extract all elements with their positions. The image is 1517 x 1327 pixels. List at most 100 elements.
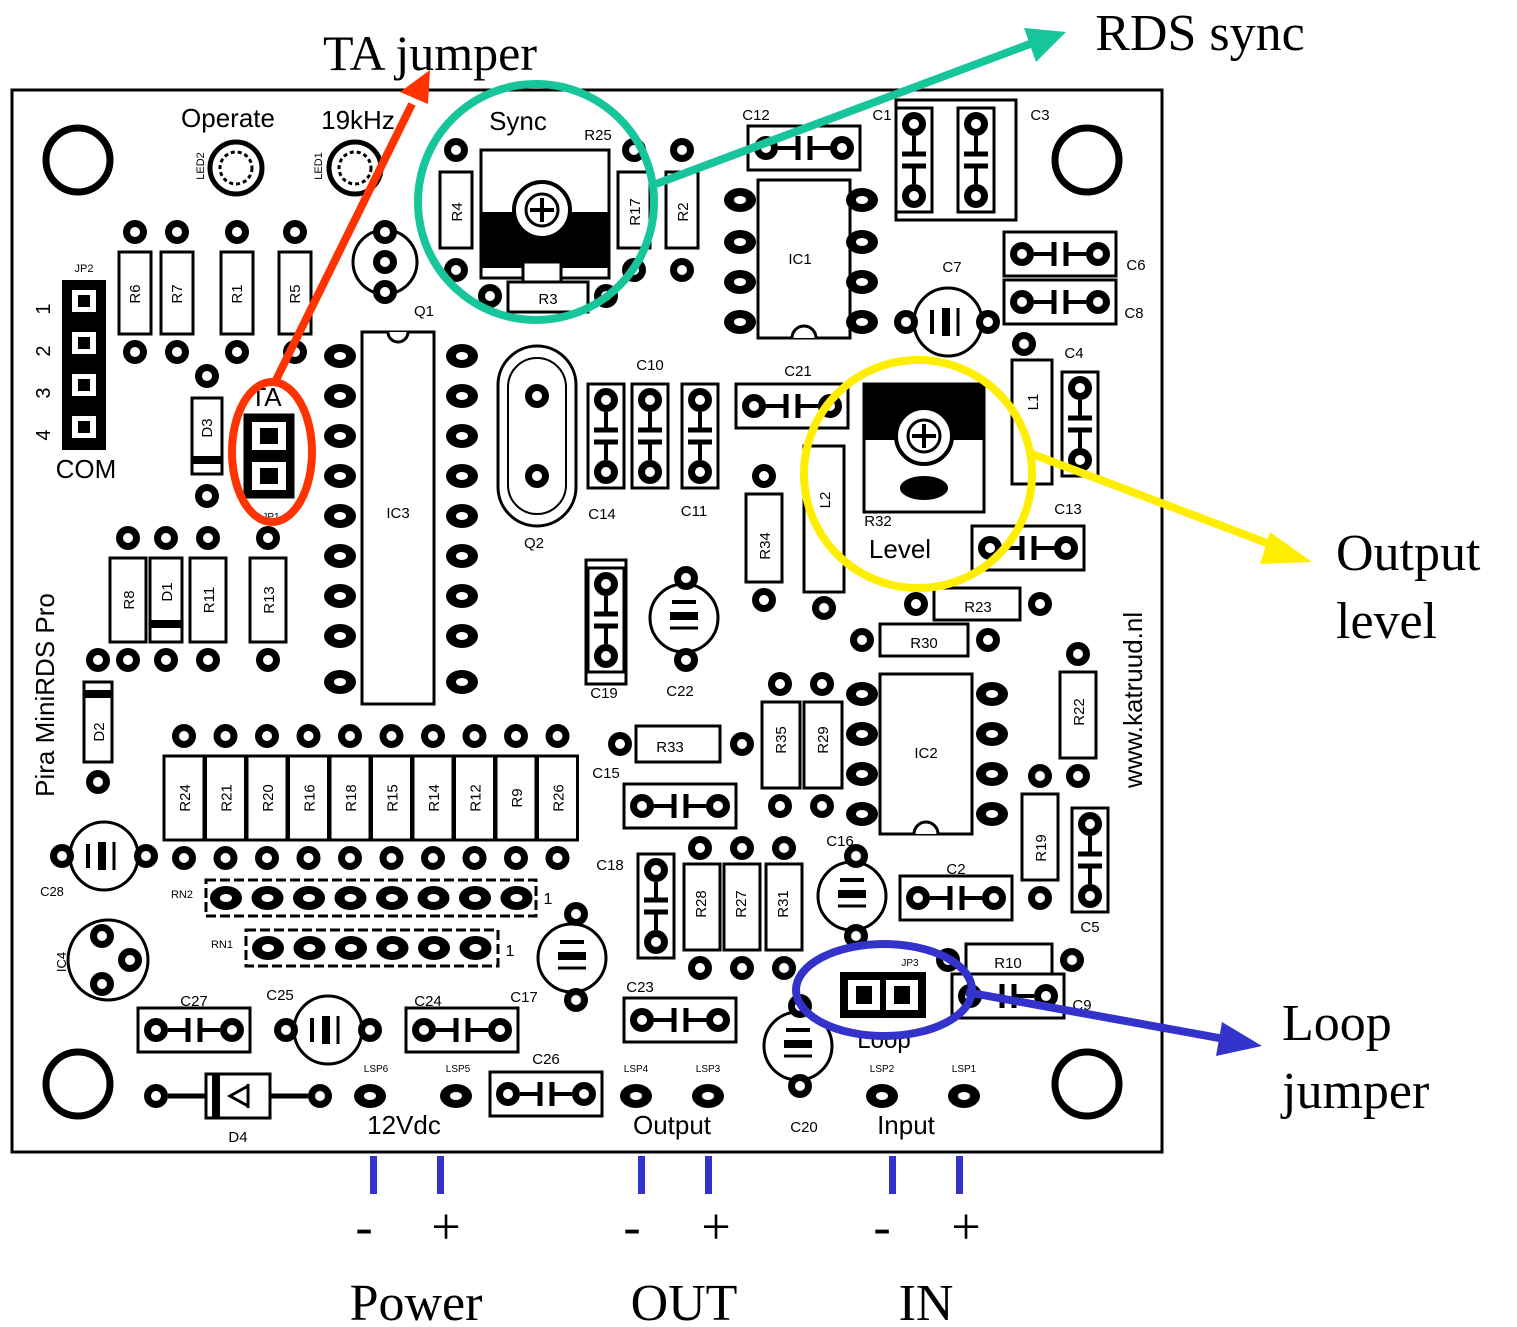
capacitor-c15: C15 [592,765,736,828]
resistor-array-item: R26 [536,724,579,870]
resistor-r33: R33 [608,724,754,764]
label-c10: C10 [636,357,664,374]
in-plus: + [951,1199,980,1256]
label-c13: C13 [1054,501,1082,518]
power-minus: - [355,1199,372,1256]
label-c20: C20 [790,1119,818,1136]
label-output: Output [633,1110,712,1140]
label-r30: R30 [910,635,938,652]
resistor-network-rn2: RN2 1 [171,878,553,918]
resistor-array-item: R16 [287,724,330,870]
label-c5: C5 [1080,919,1099,936]
label-c2: C2 [946,861,965,878]
label-lsp2: LSP2 [870,1064,895,1075]
label-ic4: IC4 [54,952,69,972]
label-led2: LED2 [195,152,207,180]
label-r1: R1 [229,284,246,303]
resistor-array-item: R14 [411,724,455,870]
label-l2: L2 [817,492,834,509]
resistor-r4: R4 [438,138,474,282]
caps-c10-c14-c11: C10 C14 C11 [588,357,718,523]
label-r22: R22 [1071,698,1088,726]
capacitor-c4: C4 [1062,345,1098,476]
chip-ic4: IC4 [54,918,150,1002]
callout-output-level: Output level [800,356,1481,650]
callout-loop-jumper-label-2: jumper [1280,1063,1429,1120]
resistor-network-rn1: RN1 1 [211,928,515,968]
resistors-mid: R28 R27 R31 [682,836,804,980]
label-q2: Q2 [524,535,544,552]
resistor-r30: R30 [850,622,1000,658]
capacitor-c7: C7 [894,259,1000,358]
resistor-array-label: R16 [302,784,319,812]
label-c7: C7 [942,259,961,276]
capacitor-c8: C8 [1004,280,1144,324]
resistor-r27: R27 [722,836,762,980]
capacitor-c5: C5 [1072,808,1108,936]
callout-rds-sync: RDS sync [414,5,1305,324]
diode-d2: D2 [82,648,114,794]
label-jp3: JP3 [901,958,919,969]
rn-pad [335,936,367,960]
label-q1: Q1 [414,303,434,320]
label-rn1: RN1 [211,939,233,951]
label-r25: R25 [584,127,612,144]
resistor-array-label: R15 [385,784,402,812]
label-c21: C21 [784,363,812,380]
power-plus: + [431,1199,460,1256]
label-r34: R34 [757,532,774,560]
label-r11: R11 [201,587,218,613]
label-c8: C8 [1124,305,1143,322]
resistor-r22: R22 [1058,642,1098,788]
label-r2: R2 [675,202,692,221]
capacitor-c24: C24 [406,993,518,1052]
diode-d1: D1 [148,526,184,672]
rn-pad [293,886,325,910]
label-jp2-pin2: 2 [33,345,55,356]
label-ic3: IC3 [386,505,409,522]
crystal-q2: Q2 [496,344,578,552]
rn-pad [500,886,533,910]
resistor-r8: R8 [108,526,148,672]
label-lsp1: LSP1 [952,1064,977,1075]
resistor-r13: R13 [248,526,288,672]
rn-pad [417,886,450,910]
label-c4: C4 [1064,345,1083,362]
rn-pad [252,936,284,960]
callout-output-level-label-2: level [1336,593,1437,650]
caps-c1-c3: C1 C3 [872,98,1050,222]
resistor-r1: R1 [219,220,255,364]
label-d2: D2 [91,722,108,741]
connector-lsp4: LSP4 [620,1064,652,1108]
out-minus: - [623,1199,640,1256]
label-c24: C24 [414,993,442,1010]
label-lsp4: LSP4 [624,1064,649,1075]
callout-ta-jumper-label: TA jumper [323,25,537,81]
capacitor-c27: C27 [138,993,250,1052]
label-r27: R27 [733,890,750,918]
resistor-r7: R7 [159,220,195,364]
rn-pad [459,886,491,910]
label-c17: C17 [510,989,538,1006]
label-jp2-pin1: 1 [33,303,55,314]
trimmer-r25: Sync R25 [479,106,612,288]
connector-lsp6: LSP6 [354,1064,389,1108]
capacitor-c13: C13 [972,501,1084,570]
label-c28: C28 [40,884,64,899]
resistor-r34: R34 [744,464,784,612]
terminal-power: - + Power [350,1199,483,1327]
label-com: COM [56,454,117,484]
label-r10: R10 [994,955,1022,972]
rn-pad [376,886,408,910]
resistor-r19: R19 [1020,764,1060,910]
callout-output-level-label-1: Output [1336,525,1481,582]
label-c3: C3 [1030,107,1049,124]
capacitor-c21: C21 [736,363,848,428]
diode-d4: D4 [144,1072,332,1146]
rn-pad [418,936,450,960]
callout-rds-sync-label: RDS sync [1095,5,1304,62]
out-plus: + [701,1199,730,1256]
label-led1: LED1 [313,152,325,180]
